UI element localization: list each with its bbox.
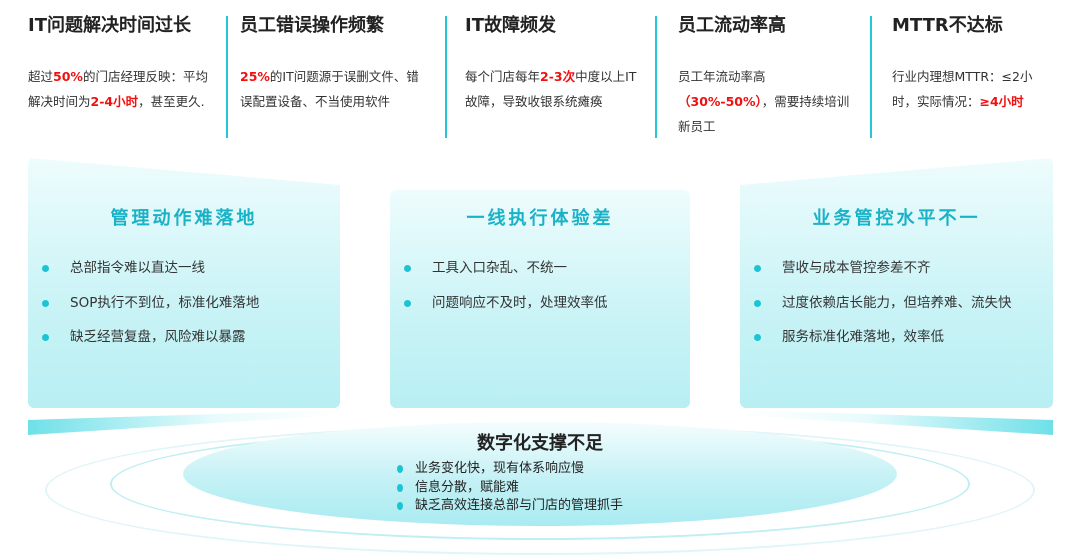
list-item: 营收与成本管控参差不齐 — [754, 258, 1012, 293]
highlight-text: 25% — [240, 69, 270, 84]
column-title: IT问题解决时间过长 — [28, 15, 191, 36]
body-text: ，甚至更久. — [138, 94, 205, 109]
bottom-section: 数字化支撑不足 业务变化快，现有体系响应慢 信息分散，赋能难 缺乏高效连接总部与… — [0, 429, 1080, 513]
pain-point-column: IT故障频发每个门店每年2-3次中度以上IT故障，导致收银系统瘫痪 — [465, 12, 640, 114]
platform-core — [183, 422, 897, 526]
divider — [226, 16, 228, 138]
column-title: 员工流动率高 — [678, 15, 786, 36]
highlight-text: 2-4小时 — [90, 94, 139, 109]
list-item: 信息分散，赋能难 — [397, 479, 623, 498]
list-item: 缺乏高效连接总部与门店的管理抓手 — [397, 497, 623, 516]
body-text: 每个门店每年 — [465, 69, 541, 84]
body-text: 的门店经理反映：平均解决时间为 — [28, 69, 208, 109]
list-item: 问题响应不及时，处理效率低 — [404, 293, 608, 328]
divider — [870, 16, 872, 138]
body-text: 超过 — [28, 69, 54, 84]
body-text: 员工年流动率高 — [678, 69, 766, 84]
column-title: IT故障频发 — [465, 15, 556, 36]
list-item: 总部指令难以直达一线 — [42, 258, 259, 293]
pain-point-column: IT问题解决时间过长超过50%的门店经理反映：平均解决时间为2-4小时，甚至更久… — [28, 12, 213, 114]
card-control: 业务管控水平不一 营收与成本管控参差不齐 过度依赖店长能力，但培养难、流失快 服… — [740, 158, 1053, 408]
card-title: 管理动作难落地 — [110, 208, 258, 229]
list-item: 缺乏经营复盘，风险难以暴露 — [42, 327, 259, 362]
column-body: 行业内理想MTTR：≤2小时，实际情况：≥4小时 — [892, 64, 1042, 114]
body-text: ，需要持续培训新员工 — [678, 94, 850, 134]
highlight-text: 50% — [53, 69, 83, 84]
card-management: 管理动作难落地 总部指令难以直达一线 SOP执行不到位，标准化难落地 缺乏经营复… — [28, 158, 340, 408]
card-title: 业务管控水平不一 — [812, 208, 981, 229]
body-text: 中度以上IT故障，导致收银系统瘫痪 — [465, 69, 637, 109]
pain-point-column: 员工流动率高员工年流动率高 （30%-50%），需要持续培训新员工 — [678, 12, 853, 139]
highlight-text: ≥4小时 — [979, 94, 1024, 109]
list-item: SOP执行不到位，标准化难落地 — [42, 293, 259, 328]
column-body: 每个门店每年2-3次中度以上IT故障，导致收银系统瘫痪 — [465, 64, 640, 114]
column-title: 员工错误操作频繁 — [240, 15, 384, 36]
column-title: MTTR不达标 — [892, 15, 1003, 36]
bottom-title: 数字化支撑不足 — [477, 433, 603, 454]
list-item: 业务变化快，现有体系响应慢 — [397, 460, 623, 479]
divider — [445, 16, 447, 138]
column-body: 25%的IT问题源于误删文件、错误配置设备、不当使用软件 — [240, 64, 430, 114]
highlight-text: （30%-50%） — [678, 94, 762, 109]
column-body: 超过50%的门店经理反映：平均解决时间为2-4小时，甚至更久. — [28, 64, 213, 114]
body-text: 的IT问题源于误删文件、错误配置设备、不当使用软件 — [240, 69, 419, 109]
column-body: 员工年流动率高 （30%-50%），需要持续培训新员工 — [678, 64, 853, 139]
list-item: 服务标准化难落地，效率低 — [754, 327, 1012, 362]
pain-point-column: MTTR不达标行业内理想MTTR：≤2小时，实际情况：≥4小时 — [892, 12, 1042, 114]
pain-point-column: 员工错误操作频繁 25%的IT问题源于误删文件、错误配置设备、不当使用软件 — [240, 12, 430, 114]
card-title: 一线执行体验差 — [466, 208, 614, 229]
list-item: 过度依赖店长能力，但培养难、流失快 — [754, 293, 1012, 328]
divider — [655, 16, 657, 138]
body-text: 行业内理想MTTR：≤2小时，实际情况： — [892, 69, 1033, 109]
highlight-text: 2-3次 — [540, 69, 576, 84]
card-frontline: 一线执行体验差 工具入口杂乱、不统一 问题响应不及时，处理效率低 — [390, 190, 690, 408]
list-item: 工具入口杂乱、不统一 — [404, 258, 608, 293]
